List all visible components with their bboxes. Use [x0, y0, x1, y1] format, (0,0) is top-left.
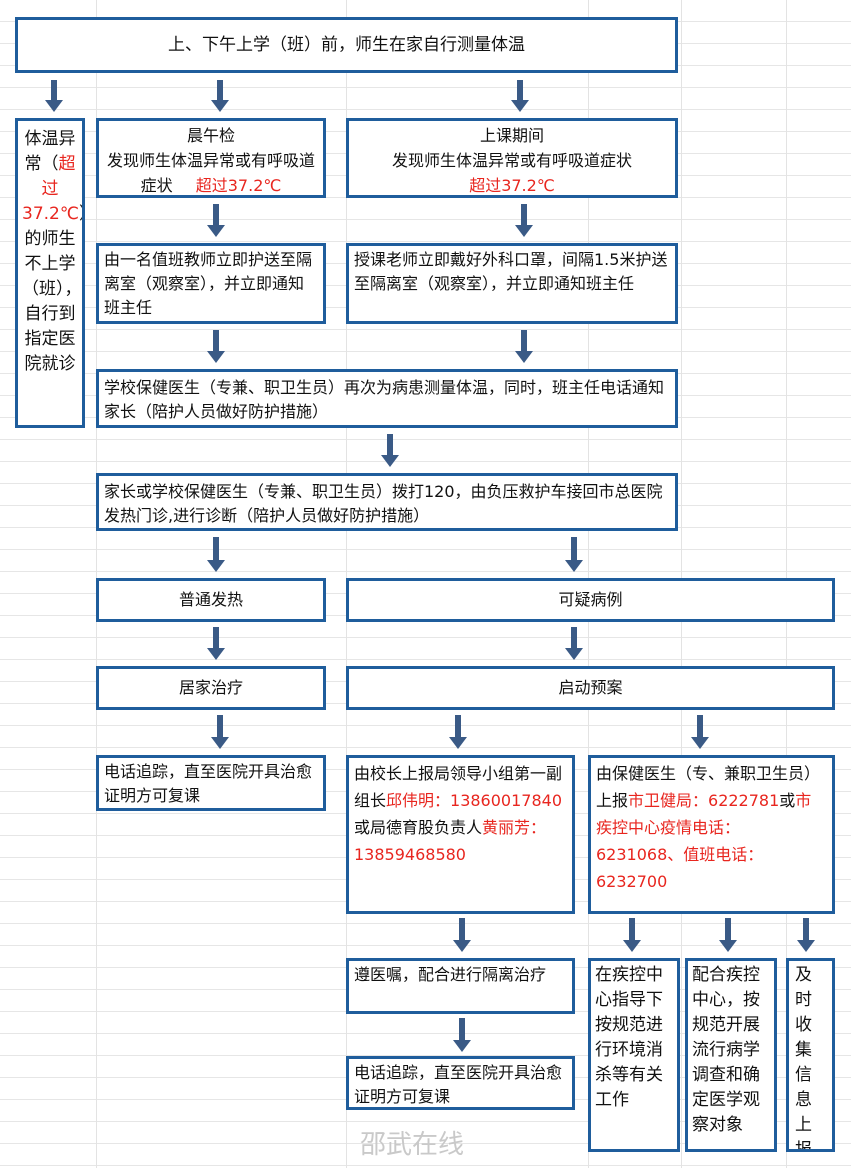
- arrow-down-icon: [453, 918, 471, 952]
- arrow-down-icon: [453, 1018, 471, 1052]
- start-plan-box: 启动预案: [346, 666, 835, 710]
- arrow-down-icon: [211, 715, 229, 749]
- report-health-text-1: 由保健医生（专、兼职卫生员）上报: [596, 764, 821, 810]
- report-health-red-2: 市疾控中心疫情电话：6231068、值班电话：6232700: [596, 791, 812, 891]
- home-treatment-box: 居家治疗: [96, 666, 326, 710]
- class-time-box: 上课期间 发现师生体温异常或有呼吸道症状 超过37.2℃: [346, 118, 678, 198]
- report-health-box: 由保健医生（专、兼职卫生员）上报市卫健局：6222781或市疾控中心疫情电话：6…: [588, 755, 835, 914]
- arrow-down-icon: [449, 715, 467, 749]
- track-1-text: 电话追踪，直至医院开具治愈证明方可复课: [104, 762, 313, 805]
- morning-check-title: 晨午检: [186, 126, 235, 145]
- arrow-down-icon: [515, 330, 533, 363]
- arrow-down-icon: [797, 918, 815, 952]
- left-text-red: 超过37.2℃: [22, 154, 79, 224]
- arrow-down-icon: [45, 80, 63, 112]
- top-box: 上、下午上学（班）前，师生在家自行测量体温: [15, 17, 678, 73]
- arrow-down-icon: [207, 627, 225, 660]
- track-1-box: 电话追踪，直至医院开具治愈证明方可复课: [96, 755, 326, 811]
- arrow-down-icon: [207, 537, 225, 572]
- disinfect-text: 在疾控中心指导下按规范进行环境消杀等有关工作: [595, 965, 663, 1110]
- escort-class-box: 授课老师立即戴好外科口罩，间隔1.5米护送至隔离室（观察室），并立即通知班主任: [346, 243, 678, 324]
- report-leader-red-1: 邱伟明：13860017840: [386, 791, 562, 810]
- morning-check-red: 超过37.2℃: [195, 176, 282, 195]
- escort-morning-box: 由一名值班教师立即护送至隔离室（观察室），并立即通知班主任: [96, 243, 326, 324]
- suspect-case-box: 可疑病例: [346, 578, 835, 622]
- disinfect-box: 在疾控中心指导下按规范进行环境消杀等有关工作: [588, 958, 680, 1152]
- escort-morning-text: 由一名值班教师立即护送至隔离室（观察室），并立即通知班主任: [104, 250, 313, 317]
- call-120-text: 家长或学校保健医生（专兼、职卫生员）拨打120，由负压救护车接回市总医院发热门诊…: [104, 482, 663, 525]
- remeasure-text: 学校保健医生（专兼、职卫生员）再次为病患测量体温，同时，班主任电话通知家长（陪护…: [104, 378, 665, 421]
- suspect-case-text: 可疑病例: [558, 590, 623, 609]
- left-fever-box: 体温异常（超过37.2℃）的师生不上学（班），自行到指定医院就诊: [15, 118, 85, 428]
- collect-info-box: 及时收集信息上报上级: [786, 958, 835, 1152]
- morning-check-box: 晨午检 发现师生体温异常或有呼吸道症状 超过37.2℃: [96, 118, 326, 198]
- arrow-down-icon: [691, 715, 709, 749]
- report-leader-box: 由校长上报局领导小组第一副组长邱伟明：13860017840 或局德育股负责人黄丽…: [346, 755, 575, 914]
- arrow-down-icon: [211, 80, 229, 112]
- report-health-text-2: 或: [779, 791, 796, 810]
- report-leader-text-1: 由校长上报局领导小组第一副组长: [354, 764, 563, 810]
- report-health-red-1: 市卫健局：6222781: [628, 791, 780, 810]
- investigate-text: 配合疾控中心，按规范开展流行病学调查和确定医学观察对象: [692, 965, 760, 1135]
- normal-fever-box: 普通发热: [96, 578, 326, 622]
- call-120-box: 家长或学校保健医生（专兼、职卫生员）拨打120，由负压救护车接回市总医院发热门诊…: [96, 473, 678, 531]
- arrow-down-icon: [207, 330, 225, 363]
- normal-fever-text: 普通发热: [178, 590, 243, 609]
- home-treatment-text: 居家治疗: [178, 678, 243, 697]
- class-time-red: 超过37.2℃: [469, 176, 555, 195]
- arrow-down-icon: [515, 204, 533, 237]
- watermark-text: 邵武在线: [360, 1130, 465, 1160]
- arrow-down-icon: [207, 204, 225, 237]
- left-text-1: 体温异常（: [24, 129, 76, 174]
- collect-info-text: 及时收集信息上报上级: [795, 965, 812, 1152]
- isolate-text: 遵医嘱，配合进行隔离治疗: [354, 965, 547, 984]
- start-plan-text: 启动预案: [558, 678, 623, 697]
- track-2-text: 电话追踪，直至医院开具治愈证明方可复课: [354, 1063, 563, 1106]
- escort-class-text: 授课老师立即戴好外科口罩，间隔1.5米护送至隔离室（观察室），并立即通知班主任: [354, 250, 668, 293]
- top-box-text: 上、下午上学（班）前，师生在家自行测量体温: [168, 35, 525, 55]
- investigate-box: 配合疾控中心，按规范开展流行病学调查和确定医学观察对象: [685, 958, 777, 1152]
- left-text-2: ）的师生不上学（班），自行到指定医院就诊: [22, 204, 82, 374]
- class-time-body: 发现师生体温异常或有呼吸道症状: [391, 151, 632, 170]
- class-time-title: 上课期间: [479, 126, 544, 145]
- arrow-down-icon: [565, 627, 583, 660]
- arrow-down-icon: [719, 918, 737, 952]
- isolate-box: 遵医嘱，配合进行隔离治疗: [346, 958, 575, 1014]
- track-2-box: 电话追踪，直至医院开具治愈证明方可复课: [346, 1056, 575, 1110]
- report-leader-red-2: 黄丽芳：13859468580: [354, 818, 547, 864]
- morning-check-body: 发现师生体温异常或有呼吸道症状: [106, 151, 315, 195]
- arrow-down-icon: [381, 434, 399, 467]
- arrow-down-icon: [511, 80, 529, 112]
- arrow-down-icon: [565, 537, 583, 572]
- arrow-down-icon: [623, 918, 641, 952]
- report-leader-text-2: 或局德育股负责人: [354, 818, 483, 837]
- remeasure-box: 学校保健医生（专兼、职卫生员）再次为病患测量体温，同时，班主任电话通知家长（陪护…: [96, 369, 678, 428]
